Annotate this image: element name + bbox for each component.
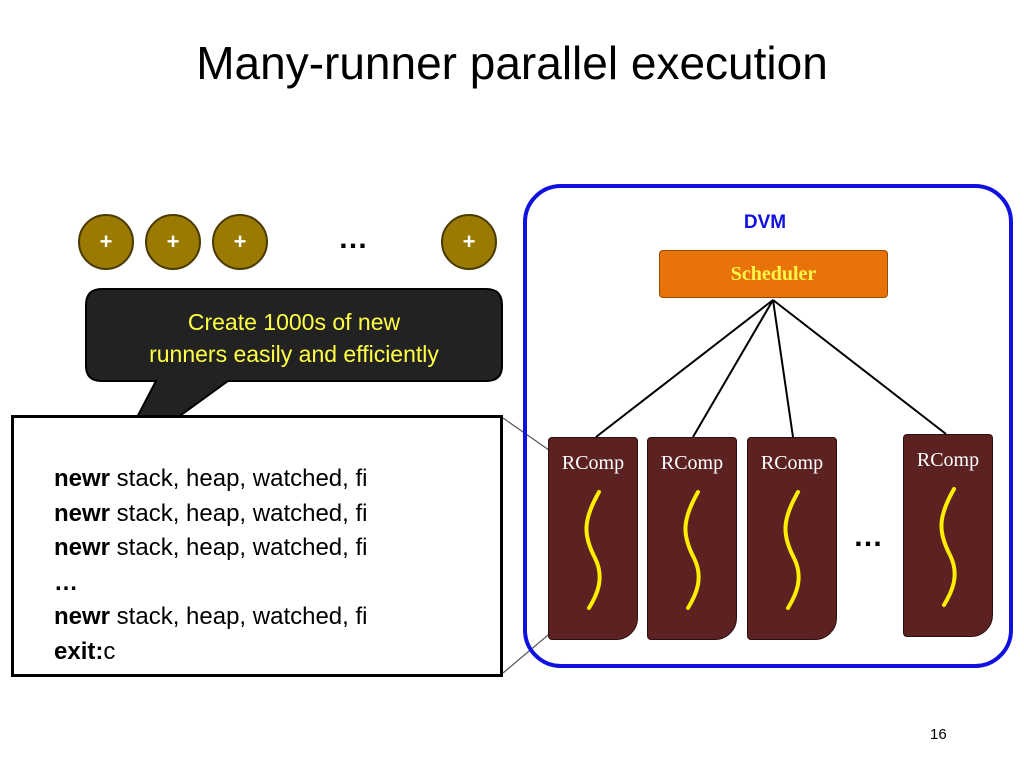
code-args: stack, heap, watched, fi xyxy=(110,499,368,527)
rcomp-label: RComp xyxy=(916,449,980,471)
code-line-2: newr stack, heap, watched, fi xyxy=(54,497,368,532)
code-ellipsis: … xyxy=(54,568,78,596)
rcomp-4: RComp xyxy=(903,434,993,637)
code-line-1: newr stack, heap, watched, fi xyxy=(54,462,368,497)
thread-icon xyxy=(939,487,957,607)
scheduler-link-2 xyxy=(692,299,774,438)
rcomp-1: RComp xyxy=(548,437,638,640)
callout-line-1: Create 1000s of new xyxy=(187,309,401,335)
rcomp-label: RComp xyxy=(660,452,724,474)
code-args: stack, heap, watched, fi xyxy=(110,465,368,492)
callout-text: Create 1000s of new runners easily and e… xyxy=(92,306,496,370)
code-keyword: newr xyxy=(54,499,111,527)
code-keyword: newr xyxy=(54,603,111,630)
code-args: stack, heap, watched, fi xyxy=(110,603,368,630)
code-keyword: exit: xyxy=(54,637,104,665)
code-keyword: newr xyxy=(54,534,111,561)
code-args: stack, heap, watched, fi xyxy=(110,534,368,561)
scheduler-box: Scheduler xyxy=(659,250,888,298)
code-line-4: … xyxy=(54,566,368,601)
callout-line-2: runners easily and efficiently xyxy=(149,341,439,367)
add-runner-circle-4: + xyxy=(441,214,497,270)
code-line-6: exit:c xyxy=(54,635,368,670)
add-runner-circle-3: + xyxy=(212,214,268,270)
rcomp-3: RComp xyxy=(747,437,837,640)
scheduler-link-3 xyxy=(772,299,794,438)
code-line-3: newr stack, heap, watched, fi xyxy=(54,531,368,566)
dvm-container xyxy=(523,184,1013,668)
thread-icon xyxy=(584,490,602,610)
thread-icon xyxy=(683,490,701,610)
dvm-label: DVM xyxy=(743,212,787,233)
speech-callout xyxy=(85,288,503,466)
page-number: 16 xyxy=(930,726,947,743)
code-box xyxy=(11,415,503,677)
code-keyword: newr xyxy=(54,465,111,492)
rcomp-2: RComp xyxy=(647,437,737,640)
rcomp-ellipsis: … xyxy=(853,520,883,553)
slide-title: Many-runner parallel execution xyxy=(196,37,828,89)
code-line-5: newr stack, heap, watched, fi xyxy=(54,600,368,635)
code-args: c xyxy=(103,637,116,665)
code-listing: newr stack, heap, watched, fi newr stack… xyxy=(54,462,368,669)
scheduler-link-4 xyxy=(772,299,947,435)
rcomp-label: RComp xyxy=(760,452,824,474)
add-runner-circle-2: + xyxy=(145,214,201,270)
add-runner-circle-1: + xyxy=(78,214,134,270)
scheduler-link-1 xyxy=(595,299,774,438)
runners-ellipsis: … xyxy=(338,222,368,255)
thread-icon xyxy=(783,490,801,610)
rcomp-label: RComp xyxy=(561,452,625,474)
